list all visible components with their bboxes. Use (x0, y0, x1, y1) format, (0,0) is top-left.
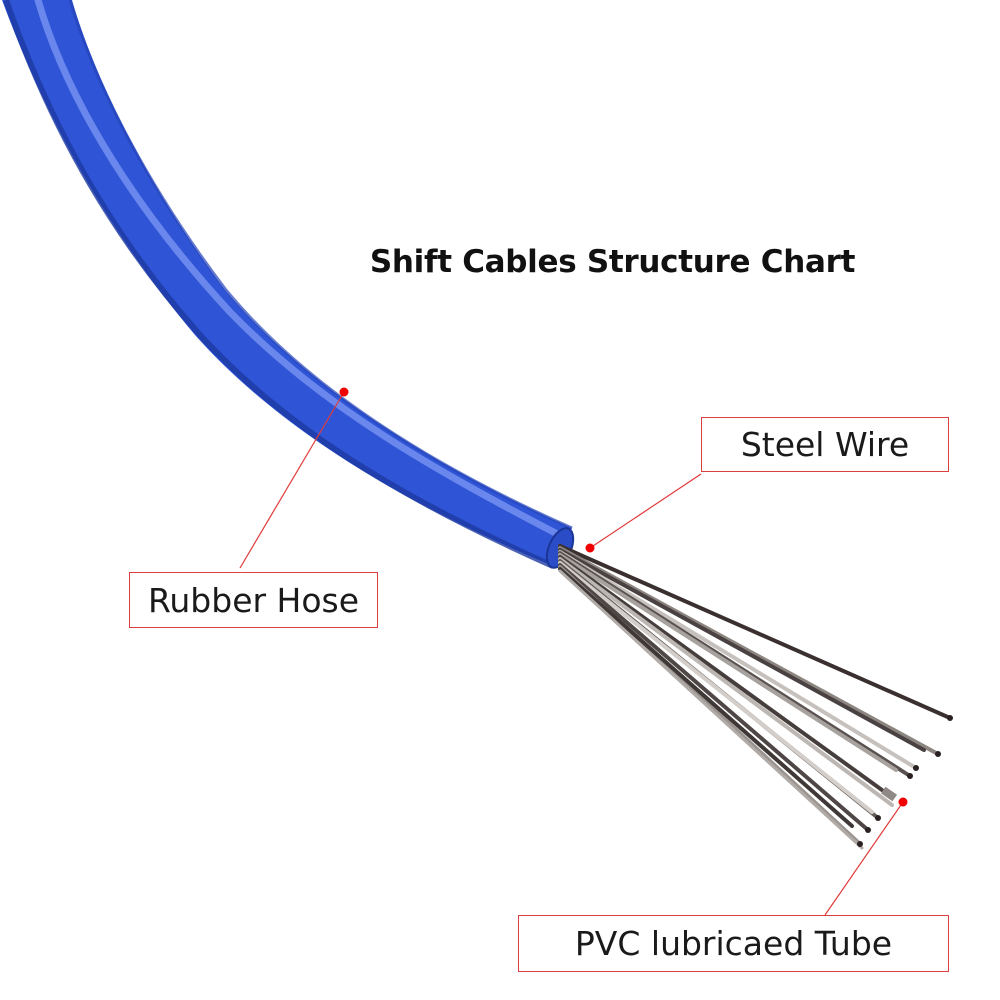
wire-tip (875, 815, 881, 821)
wire-tip (865, 827, 871, 833)
marker-dots (339, 387, 908, 807)
wire-strand (558, 557, 894, 807)
hose-body (0, 0, 572, 566)
leader-line-rubber-hose (239, 391, 345, 569)
wire-tip (907, 773, 913, 779)
label-rubber-hose-text: Rubber Hose (147, 580, 360, 620)
wire-tip (935, 751, 941, 757)
wire-strand (558, 561, 874, 814)
leader-line-pvc-tube (824, 801, 904, 916)
steel-wire-strands (558, 544, 953, 850)
wire-strand (558, 548, 926, 752)
label-steel-wire: Steel Wire (701, 417, 949, 472)
hose-highlight (34, 0, 569, 542)
diagram-title: Shift Cables Structure Chart (369, 244, 856, 280)
leader-line-steel-wire (589, 473, 702, 549)
wire-tip (947, 715, 953, 721)
marker-dot-rubber-hose (339, 387, 349, 397)
wire-strand (558, 544, 952, 720)
wire-strand (558, 563, 870, 832)
rubber-hose (0, 0, 575, 569)
wire-strand (558, 567, 854, 828)
wire-strand (558, 553, 898, 772)
hose-top-edge (68, 0, 573, 530)
wire-strand (558, 555, 884, 792)
pvc-tube-stub (880, 786, 898, 802)
marker-dot-pvc-tube (898, 797, 908, 807)
label-steel-wire-text: Steel Wire (740, 425, 910, 464)
label-rubber-hose: Rubber Hose (129, 572, 378, 628)
wire-strand (558, 546, 940, 756)
wire-tip (857, 841, 863, 847)
label-pvc-tube: PVC lubricaed Tube (518, 915, 949, 972)
leader-lines (239, 391, 904, 916)
wire-strand (558, 550, 918, 770)
label-pvc-tube-text: PVC lubricaed Tube (574, 924, 893, 963)
wire-tip (913, 765, 919, 771)
wire-strand (558, 569, 864, 850)
marker-dot-steel-wire (585, 543, 595, 553)
hose-shadow-edge (3, 0, 555, 569)
